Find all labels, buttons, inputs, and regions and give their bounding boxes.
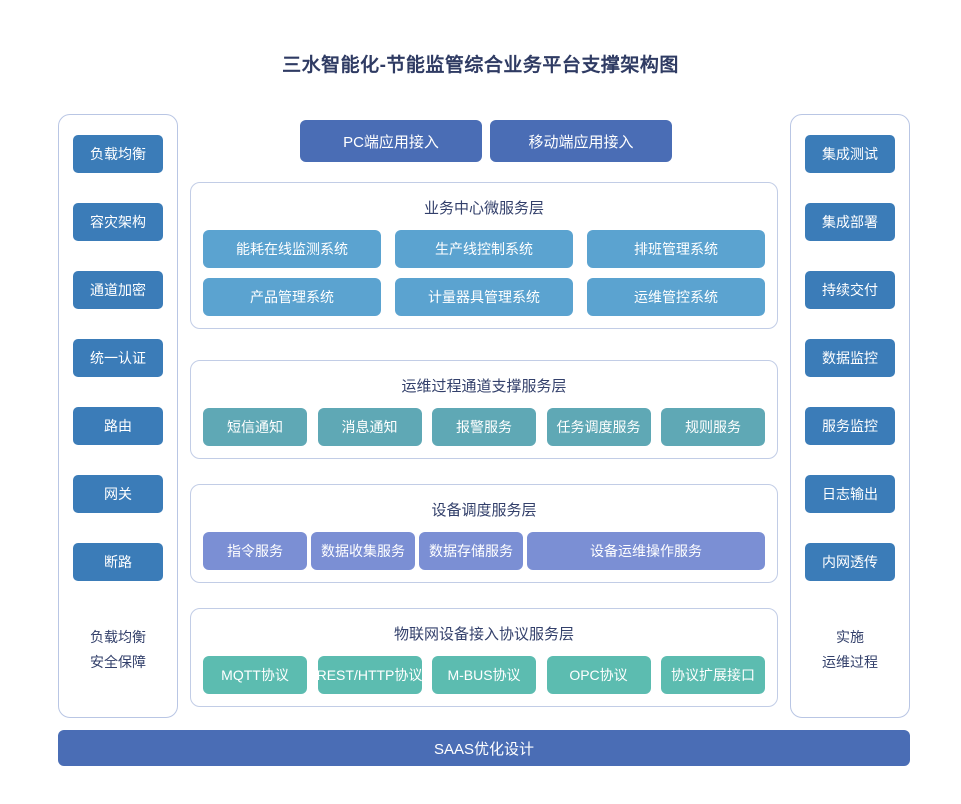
card-device-ops-operation-service[interactable]: 设备运维操作服务 (527, 532, 765, 570)
sidebar-item-channel-encryption[interactable]: 通道加密 (73, 271, 163, 309)
page-title: 三水智能化-节能监管综合业务平台支撑架构图 (282, 55, 679, 76)
saas-optimization-bar[interactable]: SAAS优化设计 (58, 730, 910, 766)
layer-ops-channel-support: 运维过程通道支撑服务层 短信通知 消息通知 报警服务 任务调度服务 规则服务 (190, 360, 778, 459)
card-rule-service[interactable]: 规则服务 (661, 408, 765, 446)
sidebar-item-routing[interactable]: 路由 (73, 407, 163, 445)
sidebar-item-intranet-passthrough[interactable]: 内网透传 (805, 543, 895, 581)
layer-title-business: 业务中心微服务层 (423, 200, 544, 217)
left-side-panel: 负载均衡 容灾架构 通道加密 统一认证 路由 网关 断路 负载均衡 安全保障 (58, 114, 178, 718)
card-shift-management-system[interactable]: 排班管理系统 (587, 230, 765, 268)
left-panel-footer-line1: 负载均衡 (90, 629, 146, 645)
right-side-panel: 集成测试 集成部署 持续交付 数据监控 服务监控 日志输出 内网透传 实施 运维… (790, 114, 910, 718)
card-mqtt-protocol[interactable]: MQTT协议 (203, 656, 307, 694)
card-product-management-system[interactable]: 产品管理系统 (203, 278, 381, 316)
layer-title-ops: 运维过程通道支撑服务层 (401, 378, 567, 395)
layer-row: 指令服务 数据收集服务 数据存储服务 设备运维操作服务 (203, 532, 765, 570)
sidebar-item-service-monitoring[interactable]: 服务监控 (805, 407, 895, 445)
card-protocol-extension-interface[interactable]: 协议扩展接口 (661, 656, 765, 694)
sidebar-item-gateway[interactable]: 网关 (73, 475, 163, 513)
sidebar-item-integration-deploy[interactable]: 集成部署 (805, 203, 895, 241)
card-rest-http-protocol[interactable]: REST/HTTP协议 (317, 656, 422, 694)
layer-title-iot: 物联网设备接入协议服务层 (393, 626, 574, 643)
layer-iot-protocol-access: 物联网设备接入协议服务层 MQTT协议 REST/HTTP协议 M-BUS协议 … (190, 608, 778, 707)
sidebar-item-continuous-delivery[interactable]: 持续交付 (805, 271, 895, 309)
layer-title-device: 设备调度服务层 (431, 502, 537, 519)
layer-row: 产品管理系统 计量器具管理系统 运维管控系统 (203, 278, 765, 316)
layer-device-scheduling: 设备调度服务层 指令服务 数据收集服务 数据存储服务 设备运维操作服务 (190, 484, 778, 583)
card-metering-device-management-system[interactable]: 计量器具管理系统 (395, 278, 573, 316)
sidebar-item-integration-test[interactable]: 集成测试 (805, 135, 895, 173)
card-production-line-control-system[interactable]: 生产线控制系统 (395, 230, 573, 268)
left-panel-footer-line2: 安全保障 (90, 654, 146, 670)
layer-row: MQTT协议 REST/HTTP协议 M-BUS协议 OPC协议 协议扩展接口 (203, 656, 765, 694)
card-sms-notification[interactable]: 短信通知 (203, 408, 307, 446)
right-panel-footer-line2: 运维过程 (822, 654, 878, 670)
card-energy-monitoring-system[interactable]: 能耗在线监测系统 (203, 230, 381, 268)
sidebar-item-unified-auth[interactable]: 统一认证 (73, 339, 163, 377)
card-task-scheduling-service[interactable]: 任务调度服务 (546, 408, 651, 446)
access-button-pc[interactable]: PC端应用接入 (300, 120, 482, 162)
card-command-service[interactable]: 指令服务 (203, 532, 307, 570)
sidebar-item-disaster-recovery[interactable]: 容灾架构 (73, 203, 163, 241)
sidebar-item-data-monitoring[interactable]: 数据监控 (805, 339, 895, 377)
right-panel-footer: 实施 运维过程 (822, 625, 878, 675)
card-ops-control-system[interactable]: 运维管控系统 (587, 278, 765, 316)
layer-row: 能耗在线监测系统 生产线控制系统 排班管理系统 (203, 230, 765, 268)
card-data-storage-service[interactable]: 数据存储服务 (419, 532, 523, 570)
sidebar-item-circuit-breaker[interactable]: 断路 (73, 543, 163, 581)
layer-business-microservice: 业务中心微服务层 能耗在线监测系统 生产线控制系统 排班管理系统 产品管理系统 … (190, 182, 778, 329)
left-panel-footer: 负载均衡 安全保障 (90, 625, 146, 675)
card-mbus-protocol[interactable]: M-BUS协议 (432, 656, 536, 694)
card-opc-protocol[interactable]: OPC协议 (546, 656, 651, 694)
right-panel-footer-line1: 实施 (836, 629, 864, 645)
card-message-notification[interactable]: 消息通知 (317, 408, 422, 446)
card-alarm-service[interactable]: 报警服务 (432, 408, 536, 446)
access-button-mobile[interactable]: 移动端应用接入 (490, 120, 672, 162)
sidebar-item-load-balance[interactable]: 负载均衡 (73, 135, 163, 173)
application-access-row: PC端应用接入 移动端应用接入 (300, 120, 672, 162)
card-data-collection-service[interactable]: 数据收集服务 (311, 532, 415, 570)
sidebar-item-log-output[interactable]: 日志输出 (805, 475, 895, 513)
layer-row: 短信通知 消息通知 报警服务 任务调度服务 规则服务 (203, 408, 765, 446)
